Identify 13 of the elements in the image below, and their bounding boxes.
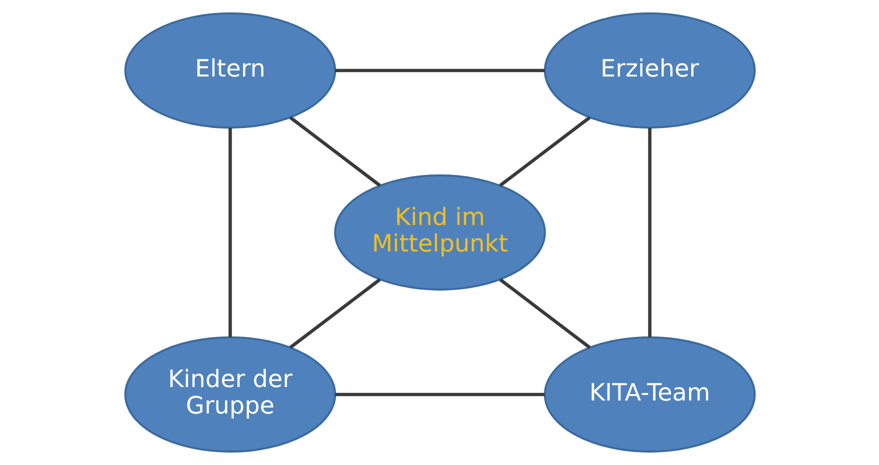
node-ellipse: Kinder der Gruppe [124, 336, 336, 453]
connector [288, 278, 380, 349]
connector [498, 278, 590, 349]
connector [648, 128, 651, 338]
connector [334, 68, 544, 72]
node-ellipse: Eltern [124, 12, 336, 129]
connector [498, 116, 590, 187]
connector [334, 392, 544, 396]
node-ellipse: KITA-Team [543, 336, 756, 453]
node-ellipse: Erzieher [543, 12, 756, 129]
node-ellipse: Kind im Mittelpunkt [334, 174, 546, 291]
connector [288, 116, 380, 187]
connector [228, 128, 232, 338]
